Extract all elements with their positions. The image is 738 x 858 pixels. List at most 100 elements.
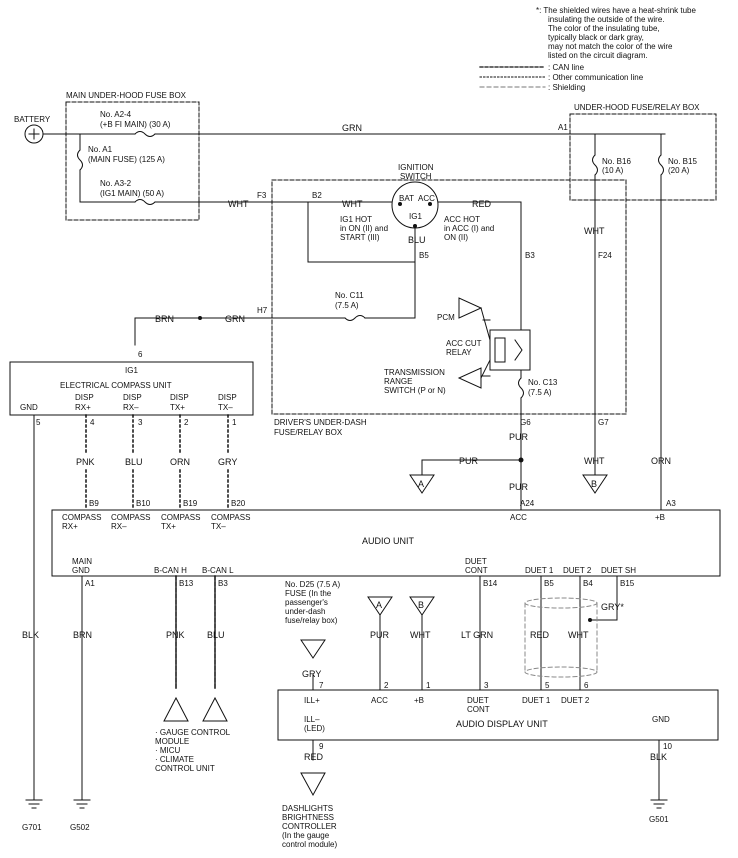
svg-text:ILL–: ILL– xyxy=(304,715,320,724)
legend-note-2: insulating the outside of the wire. xyxy=(548,15,665,24)
svg-text:A24: A24 xyxy=(520,499,535,508)
drivers-box-label-1: DRIVER'S UNDER-DASH xyxy=(274,418,367,427)
fuse-c13-rating: (7.5 A) xyxy=(528,388,552,397)
svg-text:2: 2 xyxy=(184,418,189,427)
lower-terminal-labels: A1 B13 B3 B14 B5 B4 B15 GRY* BLK BRN PNK… xyxy=(22,579,667,762)
svg-text:· GAUGE CONTROL: · GAUGE CONTROL xyxy=(155,728,231,737)
svg-text:in ACC (I) and: in ACC (I) and xyxy=(444,224,494,233)
legend-note-4: typically black or dark gray, xyxy=(548,33,644,42)
svg-text:PUR: PUR xyxy=(459,456,479,466)
svg-text:H7: H7 xyxy=(257,306,268,315)
svg-text:COMPASS: COMPASS xyxy=(111,513,150,522)
svg-text:START (III): START (III) xyxy=(340,233,380,242)
svg-text:ACC: ACC xyxy=(371,696,388,705)
svg-text:TRANSMISSION: TRANSMISSION xyxy=(384,368,445,377)
drivers-box-label-2: FUSE/RELAY BOX xyxy=(274,428,343,437)
svg-text:ILL+: ILL+ xyxy=(304,696,320,705)
svg-text:RX+: RX+ xyxy=(62,522,78,531)
svg-text:DISP: DISP xyxy=(170,393,189,402)
svg-text:GRN: GRN xyxy=(342,123,362,133)
fuse-c11-rating: (7.5 A) xyxy=(335,301,359,310)
main-fuse-box: MAIN UNDER-HOOD FUSE BOX No. A2-4 (+B FI… xyxy=(65,91,200,221)
svg-text:GND: GND xyxy=(20,403,38,412)
compass-unit: IG1 ELECTRICAL COMPASS UNIT GND DISP RX+… xyxy=(9,361,254,427)
svg-text:DUET 2: DUET 2 xyxy=(563,566,592,575)
svg-text:IG1: IG1 xyxy=(409,212,422,221)
svg-text:ACC HOT: ACC HOT xyxy=(444,215,480,224)
svg-text:TX+: TX+ xyxy=(170,403,185,412)
svg-text:BRN: BRN xyxy=(73,630,92,640)
svg-text:DISP: DISP xyxy=(123,393,142,402)
svg-text:BRIGHTNESS: BRIGHTNESS xyxy=(282,813,334,822)
svg-text:6: 6 xyxy=(584,681,589,690)
svg-text:DUET SH: DUET SH xyxy=(601,566,636,575)
svg-text:TX–: TX– xyxy=(211,522,226,531)
ground-g502: G502 xyxy=(70,823,90,832)
legend: *: The shielded wires have a heat-shrink… xyxy=(479,6,696,92)
svg-text:B3: B3 xyxy=(525,251,535,260)
svg-text:PUR: PUR xyxy=(509,432,529,442)
svg-text:A: A xyxy=(418,479,424,489)
ground-g701: G701 xyxy=(22,823,42,832)
svg-text:B-CAN L: B-CAN L xyxy=(202,566,234,575)
svg-text:PNK: PNK xyxy=(166,630,185,640)
fuse-d25: No. D25 (7.5 A) FUSE (In the passenger's… xyxy=(285,580,340,659)
svg-text:MAIN: MAIN xyxy=(72,557,92,566)
svg-text:(In the gauge: (In the gauge xyxy=(282,831,330,840)
fuse-b15-rating: (20 A) xyxy=(668,166,690,175)
svg-text:WHT: WHT xyxy=(584,226,605,236)
fuse-b15-label: No. B15 xyxy=(668,157,697,166)
svg-text:6: 6 xyxy=(138,350,143,359)
svg-text:B3: B3 xyxy=(218,579,228,588)
svg-text:CONT: CONT xyxy=(467,705,490,714)
svg-text:B5: B5 xyxy=(419,251,429,260)
svg-text:B-CAN H: B-CAN H xyxy=(154,566,187,575)
svg-text:GRY: GRY xyxy=(302,669,321,679)
svg-text:RX–: RX– xyxy=(111,522,127,531)
svg-text:ACC: ACC xyxy=(510,513,527,522)
svg-text:A1: A1 xyxy=(558,123,568,132)
svg-text:fuse/relay box): fuse/relay box) xyxy=(285,616,338,625)
fuse-a1-rating: (MAIN FUSE) (125 A) xyxy=(88,155,165,164)
svg-text:RANGE: RANGE xyxy=(384,377,412,386)
dimmer-label: DASHLIGHTS BRIGHTNESS CONTROLLER (In the… xyxy=(282,804,337,849)
terminal-labels: A1 F3 B2 B5 B3 F24 H7 G6 G7 A24 A3 6 xyxy=(138,123,676,508)
duet-shield xyxy=(524,597,598,678)
svg-text:GRY: GRY xyxy=(218,457,237,467)
svg-text:RX–: RX– xyxy=(123,403,139,412)
svg-text:9: 9 xyxy=(319,742,324,751)
fuse-a3-2-label: No. A3-2 xyxy=(100,179,132,188)
fuse-a2-4-label: No. A2-4 xyxy=(100,110,132,119)
svg-text:1: 1 xyxy=(232,418,237,427)
svg-text:GND: GND xyxy=(72,566,90,575)
svg-text:B: B xyxy=(418,600,424,610)
ignition-switch: IGNITION SWITCH BAT ACC IG1 IG1 HOT in O… xyxy=(340,163,494,242)
svg-text:3: 3 xyxy=(484,681,489,690)
svg-text:PUR: PUR xyxy=(370,630,390,640)
svg-text:5: 5 xyxy=(545,681,550,690)
svg-text:COMPASS: COMPASS xyxy=(62,513,101,522)
svg-text:WHT: WHT xyxy=(342,199,363,209)
svg-text:BLK: BLK xyxy=(22,630,39,640)
legend-note-1: *: The shielded wires have a heat-shrink… xyxy=(536,6,696,15)
svg-text:B9: B9 xyxy=(89,499,99,508)
svg-text:GRY*: GRY* xyxy=(601,602,624,612)
svg-text:FUSE (In the: FUSE (In the xyxy=(285,589,332,598)
svg-text:WHT: WHT xyxy=(568,630,589,640)
svg-text:B15: B15 xyxy=(620,579,635,588)
svg-text:IG1: IG1 xyxy=(125,366,138,375)
legend-other: : Other communication line xyxy=(548,73,644,82)
legend-note-3: The color of the insulating tube, xyxy=(548,24,660,33)
svg-text:B2: B2 xyxy=(312,191,322,200)
svg-text:A1: A1 xyxy=(85,579,95,588)
svg-text:BRN: BRN xyxy=(155,314,174,324)
wire-labels-top: GRN WHT WHT RED BLU BRN GRN WHT PUR PUR … xyxy=(155,123,671,492)
svg-text:RED: RED xyxy=(472,199,492,209)
under-hood-relay-label: UNDER-HOOD FUSE/RELAY BOX xyxy=(574,103,700,112)
svg-text:3: 3 xyxy=(138,418,143,427)
svg-text:ORN: ORN xyxy=(651,456,671,466)
fuse-b16-label: No. B16 xyxy=(602,157,631,166)
svg-text:A: A xyxy=(376,600,382,610)
ground-g501: G501 xyxy=(649,815,669,824)
